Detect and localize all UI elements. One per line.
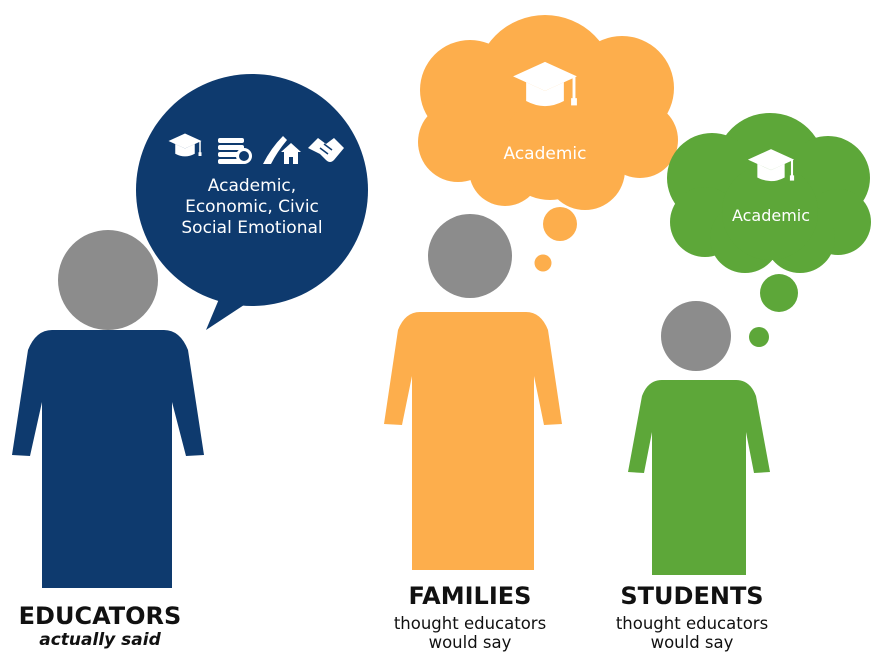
handshake-icon: [308, 138, 344, 162]
families-thought-dot-large: [543, 207, 577, 241]
families-caption: FAMILIES thought educators would say: [370, 582, 570, 652]
families-figure: [384, 214, 562, 570]
students-thought-cloud: [667, 113, 871, 347]
educators-bubble-text: Academic, Economic, Civic Social Emotion…: [160, 176, 344, 239]
educators-bubble-line: Academic,: [207, 176, 297, 196]
families-thought-cloud: [418, 15, 678, 272]
educators-body: [12, 330, 204, 588]
educators-bubble-line: Economic, Civic: [185, 197, 319, 217]
families-bubble-label: Academic: [503, 144, 587, 164]
families-head: [428, 214, 512, 298]
educators-speech-bubble: [136, 74, 368, 330]
educators-head: [58, 230, 158, 330]
students-body: [628, 380, 770, 575]
road-home-icon: [263, 136, 301, 164]
families-body: [384, 312, 562, 570]
educators-bubble-line: Social Emotional: [181, 218, 323, 238]
students-thought-dot-large: [760, 274, 798, 312]
students-caption: STUDENTS thought educators would say: [592, 582, 792, 652]
students-subtitle-line: thought educators: [615, 614, 769, 633]
families-subtitle-line: would say: [428, 633, 512, 652]
students-bubble-label: Academic: [731, 206, 811, 225]
educators-subtitle: actually said: [39, 630, 161, 650]
families-title: FAMILIES: [408, 582, 532, 610]
educators-figure: [12, 230, 204, 588]
students-head: [661, 301, 731, 371]
families-subtitle-line: thought educators: [393, 614, 547, 633]
coins-icon: [218, 138, 252, 164]
students-subtitle-line: would say: [650, 633, 734, 652]
students-thought-dot-small: [749, 327, 769, 347]
families-thought-dot-small: [534, 254, 552, 272]
educators-title: EDUCATORS: [18, 602, 182, 630]
educators-caption: EDUCATORS actually said: [0, 602, 200, 650]
students-figure: [628, 301, 770, 575]
students-title: STUDENTS: [620, 582, 764, 610]
